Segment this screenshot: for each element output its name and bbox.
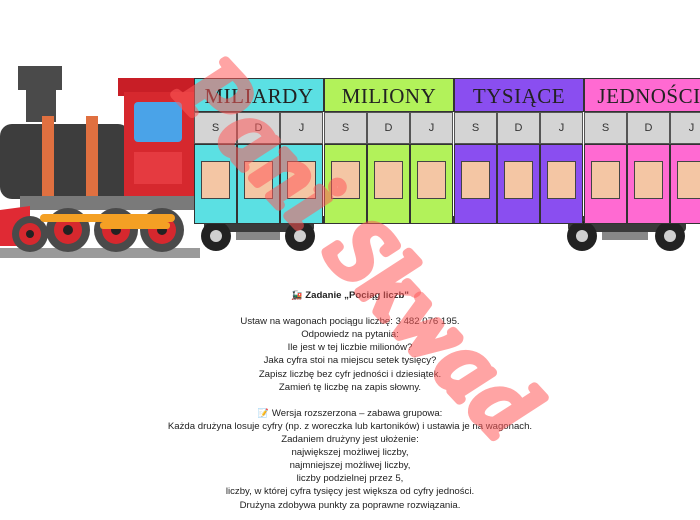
extended-line: największej możliwej liczby,	[291, 447, 409, 459]
cab-panel	[134, 152, 182, 184]
extended-line: Każda drużyna losuje cyfry (np. z worecz…	[167, 420, 533, 432]
task-text: 🚂Zadanie „Pociąg liczb" Ustaw na wagonac…	[90, 289, 610, 512]
digit-slot	[627, 144, 670, 224]
digit-window	[504, 161, 533, 199]
wagon-class-label: JEDNOŚCI	[584, 78, 700, 112]
wagon-class-label: MILIONY	[324, 78, 454, 112]
digit-slot	[194, 144, 237, 224]
digit-place-label: J	[280, 112, 323, 144]
train-icon: 🚂	[291, 290, 303, 300]
locomotive-wheel	[12, 216, 48, 252]
digit-window	[417, 161, 446, 199]
digit-slot	[454, 144, 497, 224]
task-title: 🚂Zadanie „Pociąg liczb"	[291, 290, 409, 301]
digit-place-label: D	[497, 112, 540, 144]
task-line: Zamień tę liczbę na zapis słowny.	[278, 381, 422, 393]
cab-window	[134, 102, 182, 142]
digit-place-label: D	[237, 112, 280, 144]
digit-place-label: S	[454, 112, 497, 144]
task-line: Odpowiedz na pytania:	[301, 329, 399, 341]
task-line: Ile jest w tej liczbie milionów?	[287, 342, 413, 354]
extended-line: Zadaniem drużyny jest ułożenie:	[281, 434, 419, 446]
digit-window	[331, 161, 360, 199]
memo-icon: 📝	[257, 407, 269, 418]
digit-slot	[280, 144, 323, 224]
digit-place-label: J	[410, 112, 453, 144]
digit-window	[287, 161, 316, 199]
chimney	[18, 66, 62, 90]
digit-place-label: S	[194, 112, 237, 144]
boiler-band	[86, 116, 98, 198]
wagon-class-label: TYSIĄCE	[454, 78, 584, 112]
digit-slot	[324, 144, 367, 224]
connecting-rod	[40, 214, 175, 222]
digit-place-label: D	[627, 112, 670, 144]
digit-place-label: D	[367, 112, 410, 144]
digit-place-label: S	[584, 112, 627, 144]
digit-slot	[497, 144, 540, 224]
digit-window	[677, 161, 700, 199]
digit-window	[461, 161, 490, 199]
digit-window	[591, 161, 620, 199]
digit-slot	[670, 144, 700, 224]
task-line: Zapisz liczbę bez cyfr jedności i dziesi…	[258, 368, 442, 380]
locomotive-boiler	[0, 124, 130, 199]
digit-slot	[540, 144, 583, 224]
digit-window	[547, 161, 576, 199]
digit-window	[374, 161, 403, 199]
digit-slot	[584, 144, 627, 224]
digit-slot	[410, 144, 453, 224]
digit-slot	[237, 144, 280, 224]
rail	[0, 248, 200, 258]
digit-window	[634, 161, 663, 199]
digit-window	[244, 161, 273, 199]
task-line: Ustaw na wagonach pociągu liczbę: 3 482 …	[240, 316, 460, 328]
extended-title: 📝Wersja rozszerzona – zabawa grupowa:	[257, 407, 443, 419]
task-line: Jaka cyfra stoi na miejscu setek tysięcy…	[263, 355, 437, 367]
boiler-band	[42, 116, 54, 198]
digit-place-label: J	[540, 112, 583, 144]
digit-slot	[367, 144, 410, 224]
cab-roof	[118, 78, 198, 96]
extended-line: najmniejszej możliwej liczby,	[289, 460, 411, 472]
extended-line: liczby podzielnej przez 5,	[296, 473, 404, 485]
digit-place-label: S	[324, 112, 367, 144]
extended-line: liczby, w której cyfra tysięcy jest więk…	[225, 486, 475, 498]
chassis	[20, 196, 200, 210]
digit-window	[201, 161, 230, 199]
digit-place-label: J	[670, 112, 700, 144]
connecting-rod	[100, 222, 170, 229]
wagon-class-label: MILIARDY	[194, 78, 324, 112]
extended-line: Drużyna zdobywa punkty za poprawne rozwi…	[239, 499, 461, 511]
